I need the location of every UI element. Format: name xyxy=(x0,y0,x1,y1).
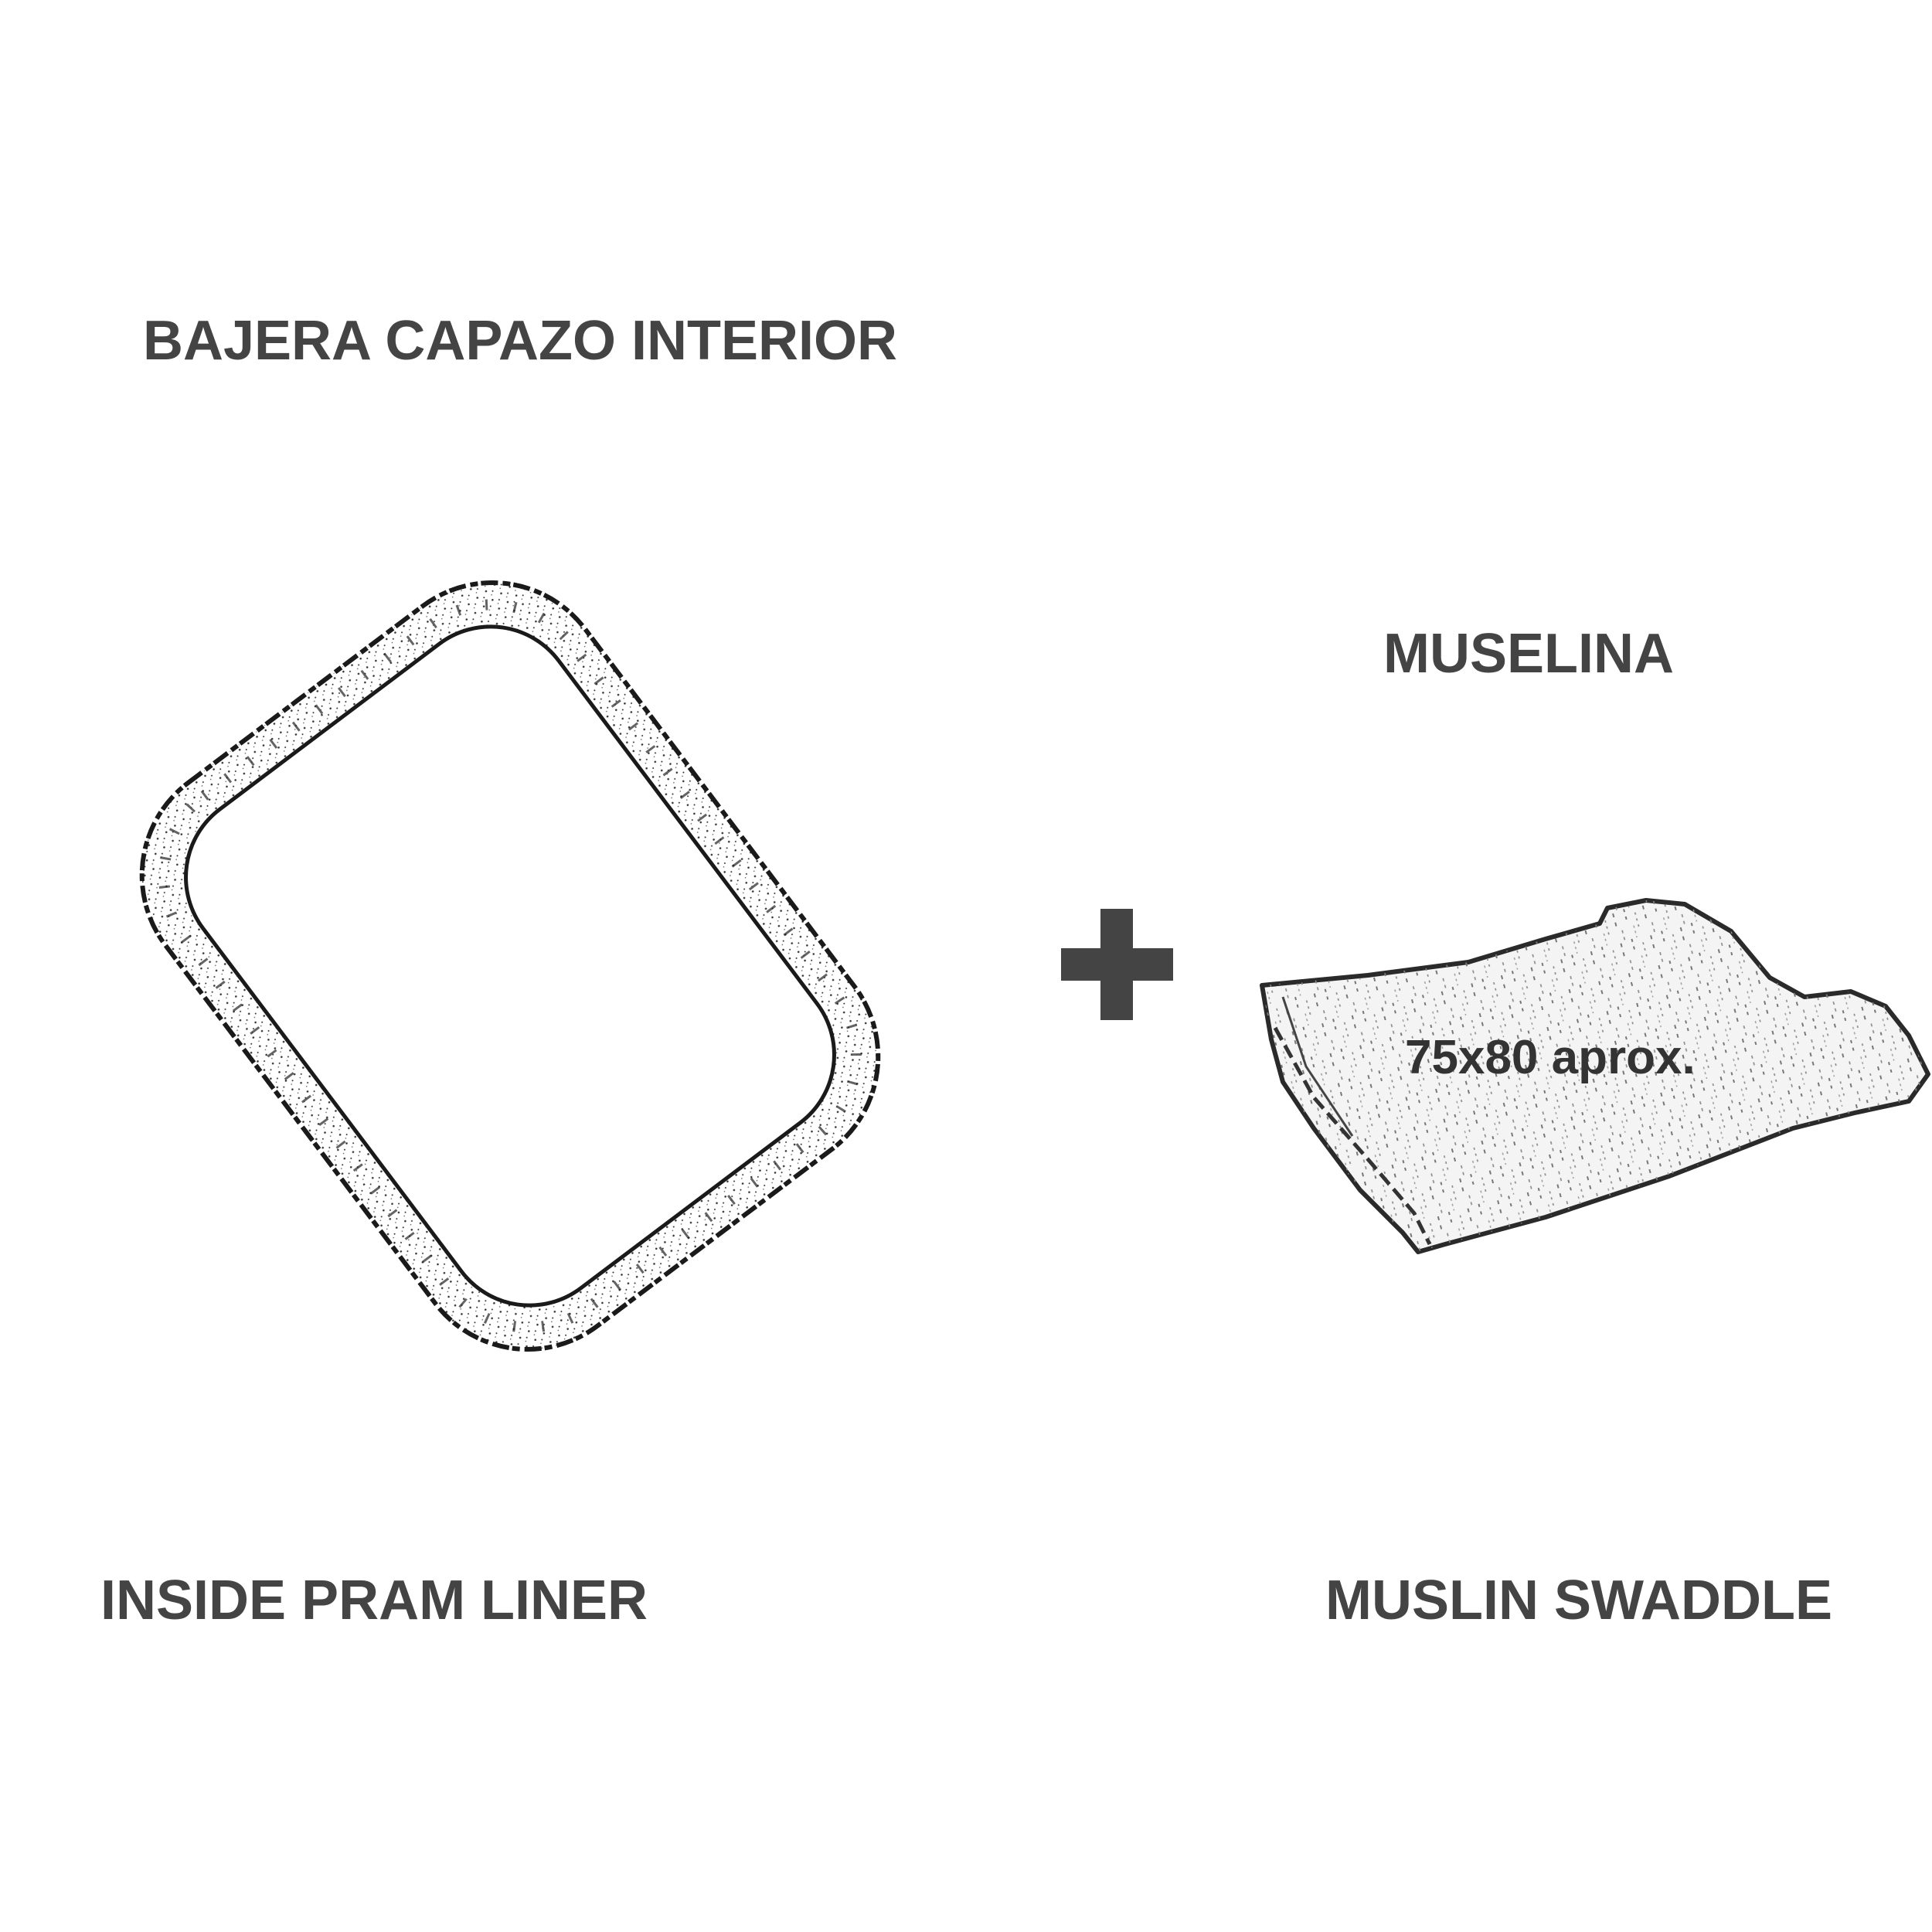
muslin-swaddle-illustration xyxy=(1260,898,1930,1254)
pram-liner-title-en: INSIDE PRAM LINER xyxy=(100,1570,648,1631)
pram-liner-inner-edge xyxy=(184,624,836,1308)
muslin-size-label: 75x80 aprox. xyxy=(1405,1031,1696,1084)
muslin-fold-line xyxy=(1273,1026,1432,1246)
muslin-title-es: MUSELINA xyxy=(1383,623,1674,685)
muslin-texture-fill xyxy=(1262,900,1928,1252)
muslin-title-en: MUSLIN SWADDLE xyxy=(1325,1570,1832,1631)
pram-liner-title-es: BAJERA CAPAZO INTERIOR xyxy=(143,310,898,372)
pram-liner-illustration xyxy=(139,580,881,1352)
plus-icon xyxy=(1061,909,1173,1020)
muslin-edge-line xyxy=(1281,996,1354,1137)
